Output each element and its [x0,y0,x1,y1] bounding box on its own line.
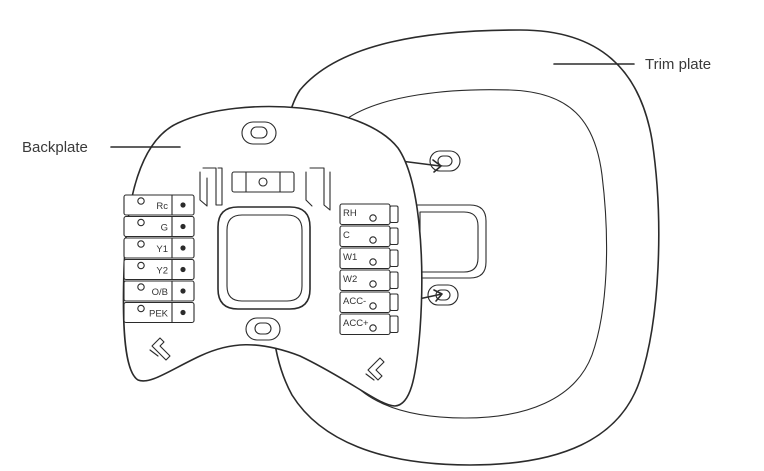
terminal-hole [369,214,377,222]
terminal-rc: Rc [123,194,195,216]
release-tab-left [151,337,171,361]
terminal-screw [180,202,186,208]
terminal-y2: Y2 [123,258,195,281]
terminal-label: RH [343,208,357,219]
terminal-g: G [123,215,195,238]
terminal-label: PEK [149,309,169,320]
terminal-label: ACC- [343,296,366,307]
right-clip [309,167,331,211]
trim-plate-label: Trim plate [645,56,711,73]
terminal-screw [180,309,186,316]
bubble-level [231,171,295,193]
terminal-screw [180,223,186,230]
trim-top-screw-slot [429,150,461,172]
backplate-top-slot [241,121,277,145]
terminal-screw [180,266,186,273]
terminal-label: G [161,223,168,234]
terminal-acc: ACC- [339,291,399,314]
terminal-label: W1 [343,252,357,263]
terminal-label: ACC+ [343,318,369,329]
terminal-screw [180,245,186,251]
terminal-hole [369,302,377,310]
terminal-w2: W2 [339,269,399,292]
terminal-label: W2 [343,274,357,285]
terminal-acc: ACC+ [339,313,399,336]
trim-center-opening [411,204,487,279]
terminal-label: Rc [156,201,168,212]
backplate-label: Backplate [22,139,88,156]
left-clip [202,167,223,206]
backplate-center-connector [217,206,311,310]
callout-trim-plate: Trim plate [553,56,711,73]
terminal-hole [369,236,377,244]
terminal-w1: W1 [339,247,399,270]
terminal-c: C [339,225,399,248]
release-tab-right [367,357,385,381]
terminal-label: Y1 [156,244,168,255]
terminal-y1: Y1 [123,237,195,259]
terminal-label: O/B [152,287,168,298]
terminal-screw [180,288,186,294]
terminal-rh: RH [339,203,399,226]
terminal-label: C [343,230,350,241]
backplate-bottom-slot [245,317,281,341]
terminal-pek: PEK [123,301,195,324]
terminal-hole [369,258,377,266]
terminal-label: Y2 [156,266,168,277]
terminal-hole [369,280,377,288]
callout-backplate: Backplate [22,139,181,156]
terminal-o-b: O/B [123,280,195,302]
terminal-hole [369,324,377,332]
